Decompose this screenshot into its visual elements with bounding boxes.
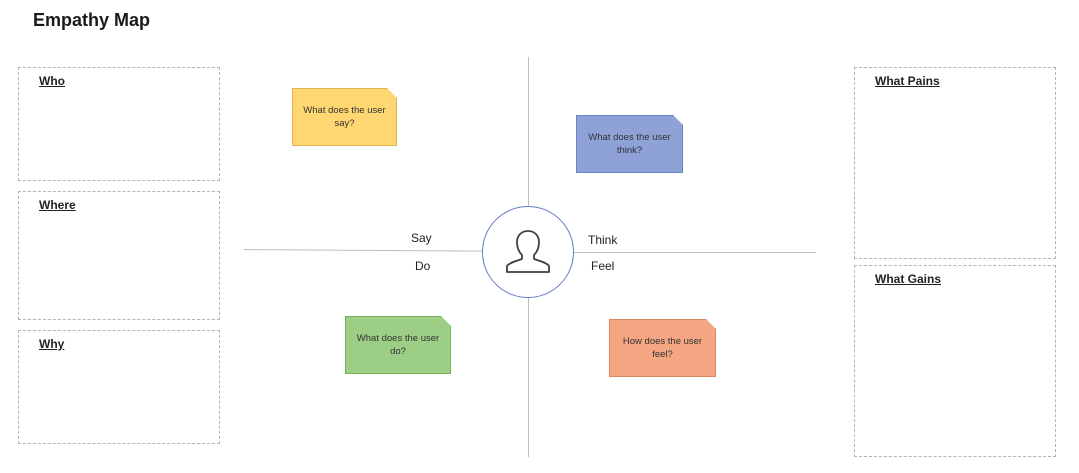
horizontal-axis-left	[243, 249, 484, 252]
why-box[interactable]: Why	[18, 330, 220, 444]
page-title: Empathy Map	[33, 10, 151, 30]
why-label: Why	[39, 337, 65, 351]
say-note-text: What does the user say?	[303, 105, 386, 129]
horizontal-axis-right	[572, 252, 816, 253]
user-silhouette-icon	[506, 230, 550, 273]
think-sticky-note[interactable]: What does the user think?	[576, 115, 683, 173]
what-pains-box[interactable]: What Pains	[854, 67, 1056, 259]
say-sticky-note[interactable]: What does the user say?	[292, 88, 397, 146]
do-sticky-note[interactable]: What does the user do?	[345, 316, 451, 374]
who-box[interactable]: Who	[18, 67, 220, 181]
persona-circle[interactable]	[482, 206, 574, 298]
feel-sticky-note[interactable]: How does the user feel?	[609, 319, 716, 377]
where-label: Where	[39, 198, 76, 212]
feel-note-text: How does the user feel?	[622, 336, 703, 360]
feel-axis-label: Feel	[591, 259, 615, 273]
do-note-text: What does the user do?	[356, 333, 440, 357]
what-gains-box[interactable]: What Gains	[854, 265, 1056, 457]
do-axis-label: Do	[415, 259, 431, 273]
what-pains-label: What Pains	[875, 74, 940, 88]
think-note-text: What does the user think?	[588, 132, 671, 156]
who-label: Who	[39, 74, 65, 88]
what-gains-label: What Gains	[875, 272, 942, 286]
think-axis-label: Think	[588, 233, 618, 247]
where-box[interactable]: Where	[18, 191, 220, 320]
say-axis-label: Say	[411, 231, 432, 245]
